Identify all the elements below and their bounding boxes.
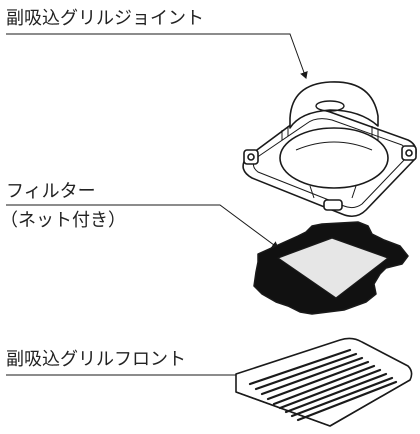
leader-line-filter [6,204,279,249]
filter-part [253,221,409,315]
grill-joint-part [242,81,417,218]
label-grill-joint: 副吸込グリルジョイント [6,8,204,29]
label-grill-front: 副吸込グリルフロント [6,349,186,370]
label-filter: フィルター [6,181,96,202]
grill-front-part [235,337,413,427]
leader-line-joint [6,33,308,79]
label-filter-net: （ネット付き） [0,210,126,231]
